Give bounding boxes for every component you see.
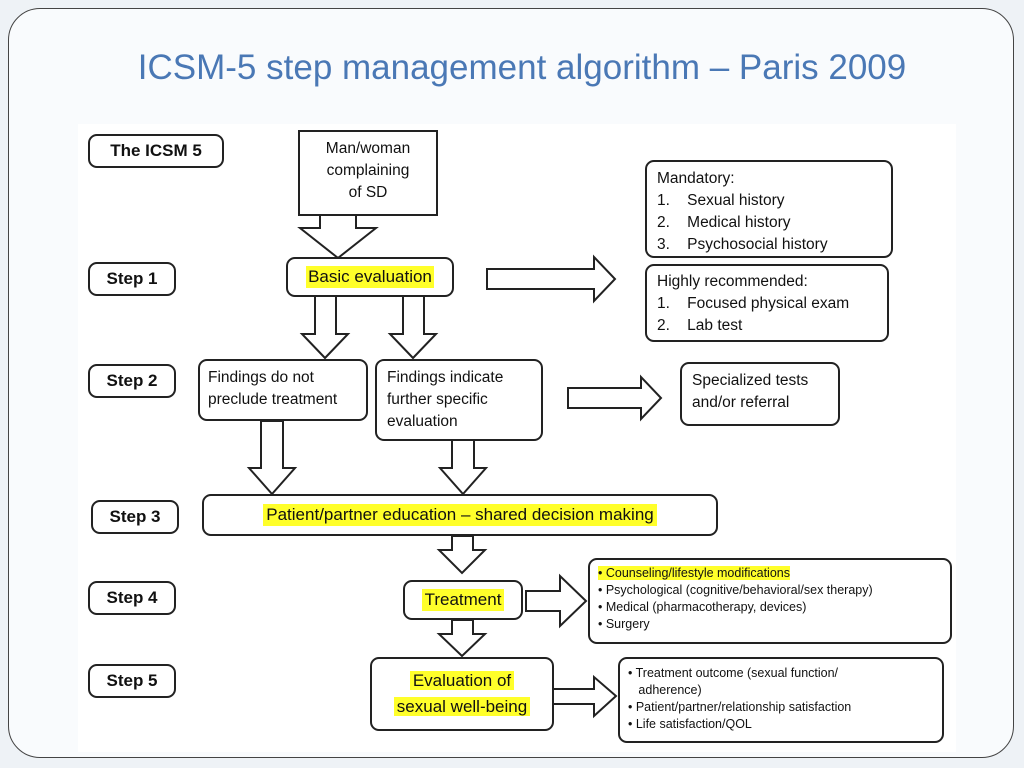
start-line: complaining bbox=[326, 162, 410, 179]
recommended-item: 2. Lab test bbox=[657, 317, 743, 334]
findings-yes-line: Findings indicate bbox=[387, 369, 504, 386]
findings-yes-line: evaluation bbox=[387, 413, 458, 430]
start-box: Man/woman complaining of SD bbox=[298, 130, 438, 216]
evaluation-wellbeing-box: Evaluation of sexual well-being bbox=[370, 657, 554, 731]
treatment-text: Treatment bbox=[421, 589, 505, 611]
mandatory-item: 1. Sexual history bbox=[657, 192, 785, 209]
treatment-option: • Counseling/lifestyle modifications bbox=[598, 566, 790, 580]
basic-evaluation-box: Basic evaluation bbox=[286, 257, 454, 297]
arrow-start-to-basic bbox=[297, 213, 379, 260]
arrow-basic-to-recommended bbox=[486, 254, 617, 304]
basic-evaluation-text: Basic evaluation bbox=[306, 266, 434, 288]
mandatory-box: Mandatory: 1. Sexual history 2. Medical … bbox=[645, 160, 893, 258]
specialized-line: and/or referral bbox=[692, 394, 790, 411]
education-text: Patient/partner education – shared decis… bbox=[263, 504, 657, 526]
arrow-findings-to-specialized bbox=[567, 374, 663, 422]
slide-title: ICSM-5 step management algorithm – Paris… bbox=[137, 48, 907, 87]
findings-yes-box: Findings indicate further specific evalu… bbox=[375, 359, 543, 441]
findings-no-box: Findings do not preclude treatment bbox=[198, 359, 368, 421]
mandatory-item: 2. Medical history bbox=[657, 214, 791, 231]
outcomes-box: • Treatment outcome (sexual function/ ad… bbox=[618, 657, 944, 743]
arrow-education-to-treatment bbox=[436, 535, 488, 575]
outcome-item: adherence) bbox=[628, 683, 702, 697]
specialized-line: Specialized tests bbox=[692, 372, 809, 389]
evaluation-line: Evaluation of bbox=[409, 671, 515, 690]
arrow-basic-to-findings-no bbox=[299, 295, 351, 360]
highly-recommended-box: Highly recommended: 1. Focused physical … bbox=[645, 264, 889, 342]
arrow-treatment-to-evaluation bbox=[436, 619, 488, 658]
education-box: Patient/partner education – shared decis… bbox=[202, 494, 718, 536]
mandatory-item: 3. Psychosocial history bbox=[657, 236, 828, 253]
mandatory-heading: Mandatory: bbox=[657, 170, 735, 187]
treatment-option: • Medical (pharmacotherapy, devices) bbox=[598, 600, 807, 614]
step-3-label: Step 3 bbox=[91, 500, 179, 534]
recommended-heading: Highly recommended: bbox=[657, 273, 808, 290]
treatment-options-box: • Counseling/lifestyle modifications • P… bbox=[588, 558, 952, 644]
evaluation-line: sexual well-being bbox=[393, 697, 531, 716]
findings-no-line: preclude treatment bbox=[208, 391, 338, 408]
step-1-label: Step 1 bbox=[88, 262, 176, 296]
recommended-item: 1. Focused physical exam bbox=[657, 295, 850, 312]
treatment-option: • Psychological (cognitive/behavioral/se… bbox=[598, 583, 873, 597]
treatment-box: Treatment bbox=[403, 580, 523, 620]
specialized-box: Specialized tests and/or referral bbox=[680, 362, 840, 426]
start-line: Man/woman bbox=[325, 140, 411, 157]
outcome-item: • Treatment outcome (sexual function/ bbox=[628, 666, 839, 680]
findings-no-line: Findings do not bbox=[208, 369, 314, 386]
step-2-label: Step 2 bbox=[88, 364, 176, 398]
diagram-arrows bbox=[246, 213, 663, 719]
findings-yes-line: further specific bbox=[387, 391, 488, 408]
arrow-basic-to-findings-yes bbox=[387, 295, 439, 360]
start-line: of SD bbox=[348, 184, 388, 201]
arrow-treatment-to-options bbox=[525, 573, 588, 629]
outcome-item: • Life satisfaction/QOL bbox=[628, 717, 752, 731]
arrow-findings-yes-to-education bbox=[437, 439, 489, 496]
outcome-item: • Patient/partner/relationship satisfact… bbox=[628, 700, 852, 714]
step-5-label: Step 5 bbox=[88, 664, 176, 698]
treatment-option: • Surgery bbox=[598, 617, 650, 631]
arrow-findings-no-to-education bbox=[246, 420, 298, 496]
step-4-label: Step 4 bbox=[88, 581, 176, 615]
icsm-label: The ICSM 5 bbox=[88, 134, 224, 168]
arrow-evaluation-to-outcomes bbox=[551, 674, 618, 719]
algorithm-diagram: The ICSM 5 Step 1 Step 2 Step 3 Step 4 S… bbox=[78, 124, 956, 752]
